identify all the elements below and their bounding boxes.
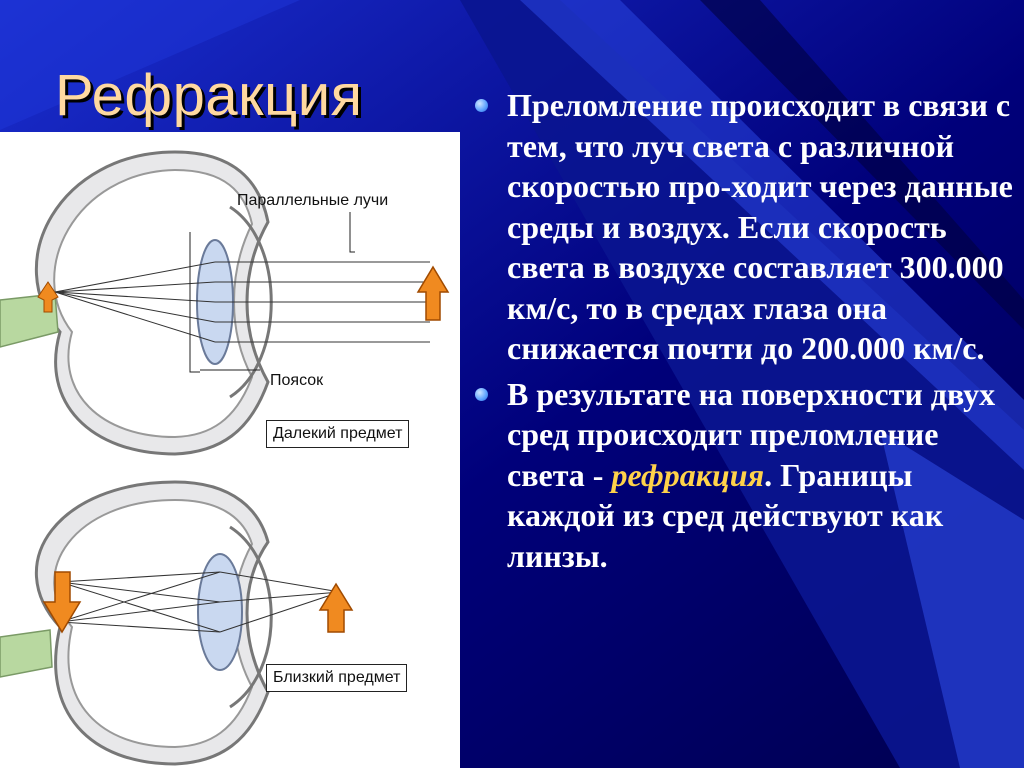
label-zonule: Поясок [270, 372, 324, 389]
bullet-dot-icon [475, 387, 488, 401]
bullet-text-2-before: В результате на поверхности двух сред пр… [507, 375, 996, 493]
slide-title: Рефракция [55, 63, 363, 128]
refraction-highlight: рефракция [611, 456, 765, 493]
label-near-object: Близкий предмет [266, 664, 408, 692]
eye-diagram: Параллельные лучи Поясок Далекий предмет… [0, 132, 460, 768]
bullet-list: Преломление происходит в связи с тем, чт… [475, 85, 1015, 581]
bullet-item-2: В результате на поверхности двух сред пр… [475, 374, 1015, 577]
eye-far [0, 150, 450, 456]
bullet-text-1: Преломление происходит в связи с тем, чт… [507, 87, 1013, 366]
bullet-text-2-after: . Границы каждой из сред действуют как л… [507, 456, 944, 574]
eye-diagram-graphic [0, 150, 450, 766]
bullet-dot-icon [475, 99, 488, 112]
eye-near [0, 480, 354, 766]
label-far-object: Далекий предмет [266, 420, 410, 448]
bullet-item-1: Преломление происходит в связи с тем, чт… [475, 85, 1015, 369]
label-parallel-rays: Параллельные лучи [237, 192, 389, 209]
